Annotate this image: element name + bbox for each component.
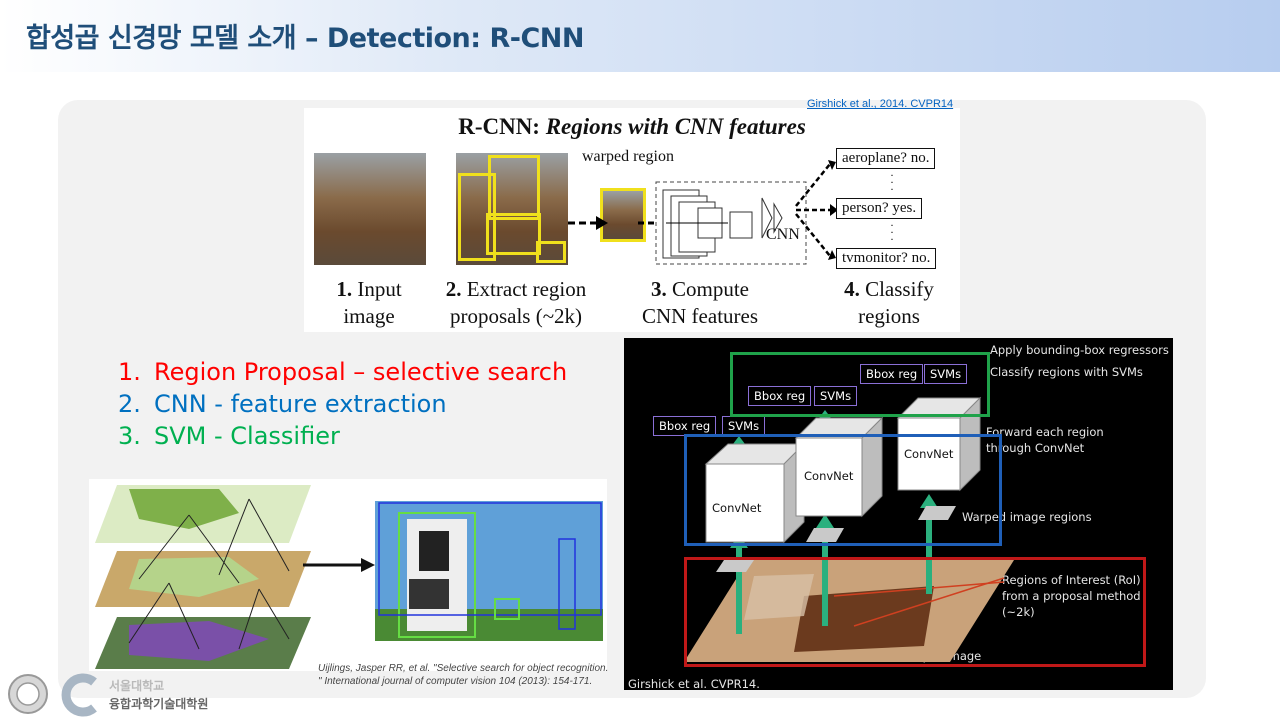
selective-search-figure — [89, 479, 607, 671]
roi-text-3: (~2k) — [1002, 605, 1035, 619]
convnet-label-3: ConvNet — [904, 447, 954, 461]
class-ellipsis-2: ··· — [890, 218, 894, 246]
bbox-reg-box-1: Bbox reg — [653, 416, 717, 436]
svms-box-3: SVMs — [924, 364, 968, 384]
bbox-reg-box-2: Bbox reg — [748, 386, 812, 406]
roi-text-1: Regions of Interest (RoI) — [1002, 573, 1141, 587]
slide-title: 합성곱 신경망 모델 소개 – Detection: R-CNN — [26, 23, 584, 54]
classify-svm-text: Classify regions with SVMs — [990, 365, 1143, 379]
proposals-image-photo — [456, 153, 568, 265]
cnn-frame-blue — [684, 434, 1002, 546]
convnet-cubes — [704, 396, 982, 544]
convnet-label-1: ConvNet — [712, 501, 762, 515]
apply-bbox-text: Apply bounding-box regressors — [990, 343, 1169, 357]
selective-search-citation: Uijlings, Jasper RR, et al. "Selective s… — [318, 663, 609, 687]
rcnn-title-italic: Regions with CNN features — [545, 114, 806, 139]
roi-text-2: from a proposal method — [1002, 589, 1141, 603]
class-ellipsis-1: ··· — [890, 168, 894, 196]
rcnn-title-prefix: R-CNN: — [458, 114, 546, 139]
forward-text-1: Forward each region — [986, 425, 1104, 439]
warped-region-photo — [600, 188, 646, 242]
class-person: person? yes. — [836, 198, 923, 219]
warped-region-label: warped region — [582, 148, 674, 165]
rcnn-pipeline-figure: Apply bounding-box regressors Classify r… — [624, 338, 1173, 690]
class-arrows — [795, 160, 838, 260]
rcnn-figure-title: R-CNN: Regions with CNN features — [304, 114, 960, 140]
logo-icon — [8, 673, 97, 717]
citation-link[interactable]: Girshick et al., 2014. CVPR14 — [807, 98, 954, 110]
warped-regions-text: Warped image regions — [962, 510, 1092, 524]
bbox-reg-box-3: Bbox reg — [860, 364, 924, 384]
input-image-photo — [314, 153, 426, 265]
input-image-plane — [684, 560, 1014, 662]
forward-text-2: through ConvNet — [986, 441, 1085, 455]
slide-header: 합성곱 신경망 모델 소개 – Detection: R-CNN — [0, 0, 1280, 72]
university-logo: 서울대학교 융합과학기술대학원 — [6, 672, 246, 718]
list-item: 1.Region Proposal – selective search — [118, 358, 568, 386]
cnn-label: CNN — [766, 226, 800, 243]
convnet-label-2: ConvNet — [804, 469, 854, 483]
logo-line1: 서울대학교 — [109, 679, 165, 693]
list-item: 3.SVM - Classifier — [118, 422, 340, 450]
svm-frame-green — [730, 352, 990, 417]
class-aeroplane: aeroplane? no. — [836, 148, 936, 169]
svms-box-1: SVMs — [722, 416, 766, 436]
warped-region-tiles — [716, 506, 956, 572]
rcnn-figure: R-CNN: Regions with CNN features warped … — [304, 108, 960, 332]
cnn-diagram — [568, 181, 807, 265]
svms-box-2: SVMs — [814, 386, 858, 406]
class-tvmonitor: tvmonitor? no. — [836, 248, 937, 269]
pipeline-footer: Girshick et al. CVPR14. — [628, 677, 760, 690]
region-frame-red — [684, 557, 1146, 667]
rcnn-steps-list: 1.Region Proposal – selective search 2.C… — [118, 356, 567, 452]
logo-line2: 융합과학기술대학원 — [109, 697, 209, 711]
segmentation-layers — [95, 485, 603, 669]
list-item: 2.CNN - feature extraction — [118, 390, 447, 418]
